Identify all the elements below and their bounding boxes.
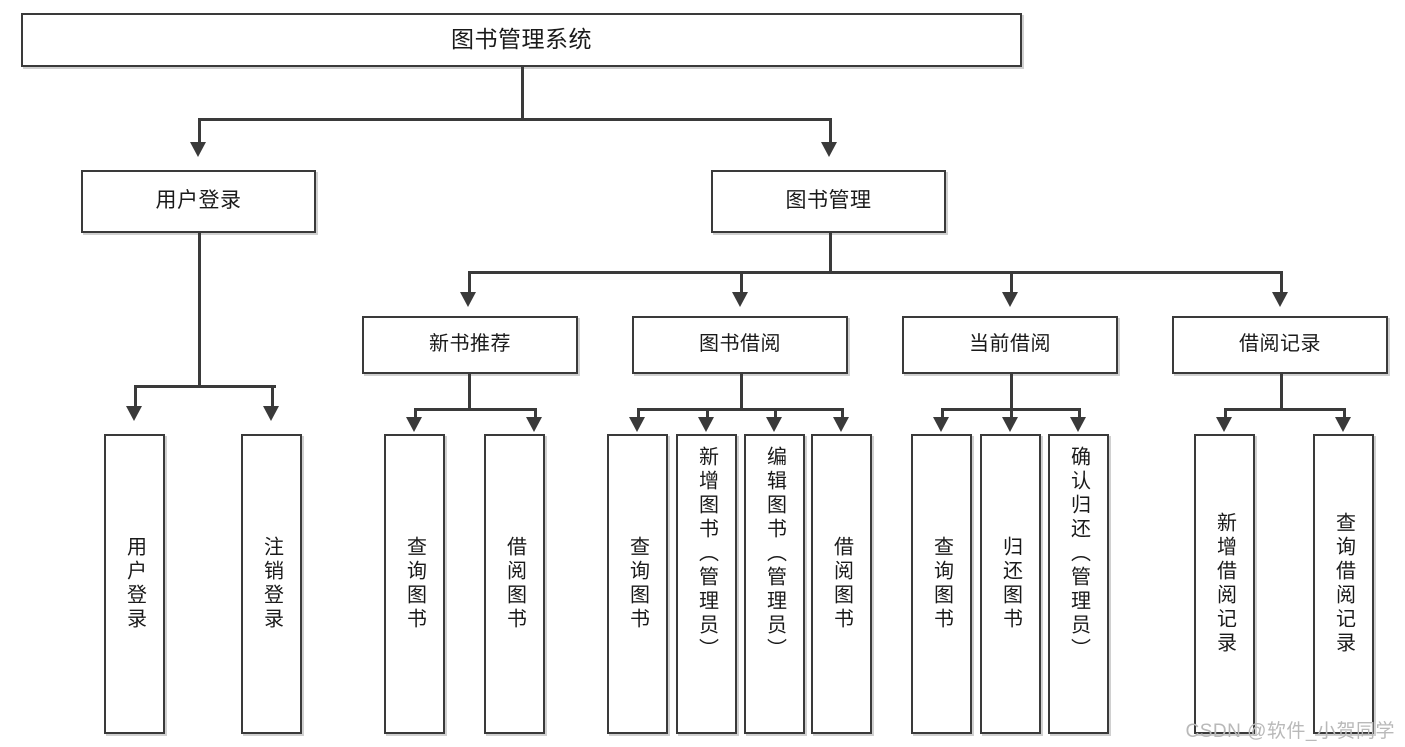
node-book-borrow[interactable]: 图书借阅 xyxy=(632,316,848,374)
connector-nbr-drop-2 xyxy=(534,408,537,418)
arrow-to-leaf-borrow-book-1 xyxy=(526,417,542,432)
node-book-borrow-label: 图书借阅 xyxy=(699,333,781,356)
connector-book-manage-stem xyxy=(829,233,832,271)
node-leaf-query-book-2-label: 查询图书 xyxy=(626,536,649,632)
connector-br-drop-2 xyxy=(1343,408,1346,418)
node-leaf-return-book[interactable]: 归还图书 xyxy=(980,434,1041,734)
arrow-to-leaf-return-book xyxy=(1002,417,1018,432)
node-book-manage[interactable]: 图书管理 xyxy=(711,170,946,233)
connector-cb-drop-3 xyxy=(1078,408,1081,418)
connector-book-manage-bus xyxy=(468,271,1282,274)
connector-root-bus xyxy=(198,118,830,121)
connector-bb-stem xyxy=(740,374,743,408)
connector-user-login-stem xyxy=(198,233,201,385)
arrow-to-leaf-borrow-book-2 xyxy=(833,417,849,432)
connector-cb-drop-1 xyxy=(941,408,944,418)
connector-cb-drop-2 xyxy=(1010,408,1013,418)
arrow-to-leaf-edit-book xyxy=(766,417,782,432)
node-leaf-add-book[interactable]: 新增图书（管理员） xyxy=(676,434,737,734)
arrow-to-leaf-query-book-1 xyxy=(406,417,422,432)
connector-br-stem xyxy=(1280,374,1283,408)
node-leaf-edit-book[interactable]: 编辑图书（管理员） xyxy=(744,434,805,734)
connector-nbr-drop-1 xyxy=(414,408,417,418)
node-leaf-add-record-label: 新增借阅记录 xyxy=(1213,512,1236,656)
connector-root-drop-1 xyxy=(198,118,201,143)
node-leaf-add-book-label: 新增图书（管理员） xyxy=(695,446,718,662)
arrow-to-current-borrow xyxy=(1002,292,1018,307)
arrow-to-leaf-add-book xyxy=(698,417,714,432)
node-leaf-borrow-book-2-label: 借阅图书 xyxy=(830,536,853,632)
node-leaf-borrow-book-1[interactable]: 借阅图书 xyxy=(484,434,545,734)
connector-root-drop-2 xyxy=(829,118,832,143)
node-leaf-return-book-label: 归还图书 xyxy=(999,536,1022,632)
node-leaf-user-login[interactable]: 用户登录 xyxy=(104,434,165,734)
arrow-to-new-book-recommend xyxy=(460,292,476,307)
node-borrow-record-label: 借阅记录 xyxy=(1239,333,1321,356)
node-root-label: 图书管理系统 xyxy=(451,26,592,53)
node-leaf-logout[interactable]: 注销登录 xyxy=(241,434,302,734)
node-root[interactable]: 图书管理系统 xyxy=(21,13,1022,67)
connector-bm-drop-4 xyxy=(1280,271,1283,293)
node-leaf-query-record[interactable]: 查询借阅记录 xyxy=(1313,434,1374,734)
connector-nbr-stem xyxy=(468,374,471,408)
connector-bm-drop-1 xyxy=(468,271,471,293)
node-leaf-user-login-label: 用户登录 xyxy=(123,536,146,632)
connector-br-bus xyxy=(1224,408,1344,411)
node-leaf-edit-book-label: 编辑图书（管理员） xyxy=(763,446,786,662)
connector-nbr-bus xyxy=(414,408,536,411)
connector-bb-drop-2 xyxy=(706,408,709,418)
node-leaf-borrow-book-1-label: 借阅图书 xyxy=(503,536,526,632)
node-leaf-query-book-2[interactable]: 查询图书 xyxy=(607,434,668,734)
node-leaf-query-record-label: 查询借阅记录 xyxy=(1332,512,1355,656)
connector-root-stem xyxy=(521,67,524,118)
connector-cb-stem xyxy=(1010,374,1013,408)
arrow-to-leaf-add-record xyxy=(1216,417,1232,432)
node-leaf-add-record[interactable]: 新增借阅记录 xyxy=(1194,434,1255,734)
node-user-login[interactable]: 用户登录 xyxy=(81,170,316,233)
connector-bb-drop-4 xyxy=(841,408,844,418)
node-leaf-logout-label: 注销登录 xyxy=(260,536,283,632)
node-new-book-recommend-label: 新书推荐 xyxy=(429,333,511,356)
arrow-to-borrow-record xyxy=(1272,292,1288,307)
node-borrow-record[interactable]: 借阅记录 xyxy=(1172,316,1388,374)
connector-bb-drop-1 xyxy=(637,408,640,418)
node-current-borrow-label: 当前借阅 xyxy=(969,333,1051,356)
arrow-to-leaf-user-login xyxy=(126,406,142,421)
connector-user-login-drop-2 xyxy=(271,385,274,407)
connector-user-login-bus xyxy=(134,385,276,388)
connector-bm-drop-2 xyxy=(740,271,743,293)
csdn-watermark: CSDN @软件_小贺同学 xyxy=(1185,721,1395,742)
connector-bb-drop-3 xyxy=(774,408,777,418)
node-leaf-query-book-1-label: 查询图书 xyxy=(403,536,426,632)
node-leaf-confirm-return[interactable]: 确认归还（管理员） xyxy=(1048,434,1109,734)
connector-user-login-drop-1 xyxy=(134,385,137,407)
node-current-borrow[interactable]: 当前借阅 xyxy=(902,316,1118,374)
node-leaf-borrow-book-2[interactable]: 借阅图书 xyxy=(811,434,872,734)
arrow-to-user-login xyxy=(190,142,206,157)
node-leaf-confirm-return-label: 确认归还（管理员） xyxy=(1067,446,1090,662)
arrow-to-leaf-query-book-3 xyxy=(933,417,949,432)
node-leaf-query-book-1[interactable]: 查询图书 xyxy=(384,434,445,734)
node-leaf-query-book-3-label: 查询图书 xyxy=(930,536,953,632)
arrow-to-leaf-query-record xyxy=(1335,417,1351,432)
node-leaf-query-book-3[interactable]: 查询图书 xyxy=(911,434,972,734)
connector-br-drop-1 xyxy=(1224,408,1227,418)
connector-bb-bus xyxy=(637,408,843,411)
node-book-manage-label: 图书管理 xyxy=(785,189,872,213)
node-new-book-recommend[interactable]: 新书推荐 xyxy=(362,316,578,374)
connector-bm-drop-3 xyxy=(1010,271,1013,293)
arrow-to-book-borrow xyxy=(732,292,748,307)
arrow-to-leaf-confirm-return xyxy=(1070,417,1086,432)
node-user-login-label: 用户登录 xyxy=(155,189,242,213)
arrow-to-leaf-logout xyxy=(263,406,279,421)
arrow-to-leaf-query-book-2 xyxy=(629,417,645,432)
arrow-to-book-manage xyxy=(821,142,837,157)
